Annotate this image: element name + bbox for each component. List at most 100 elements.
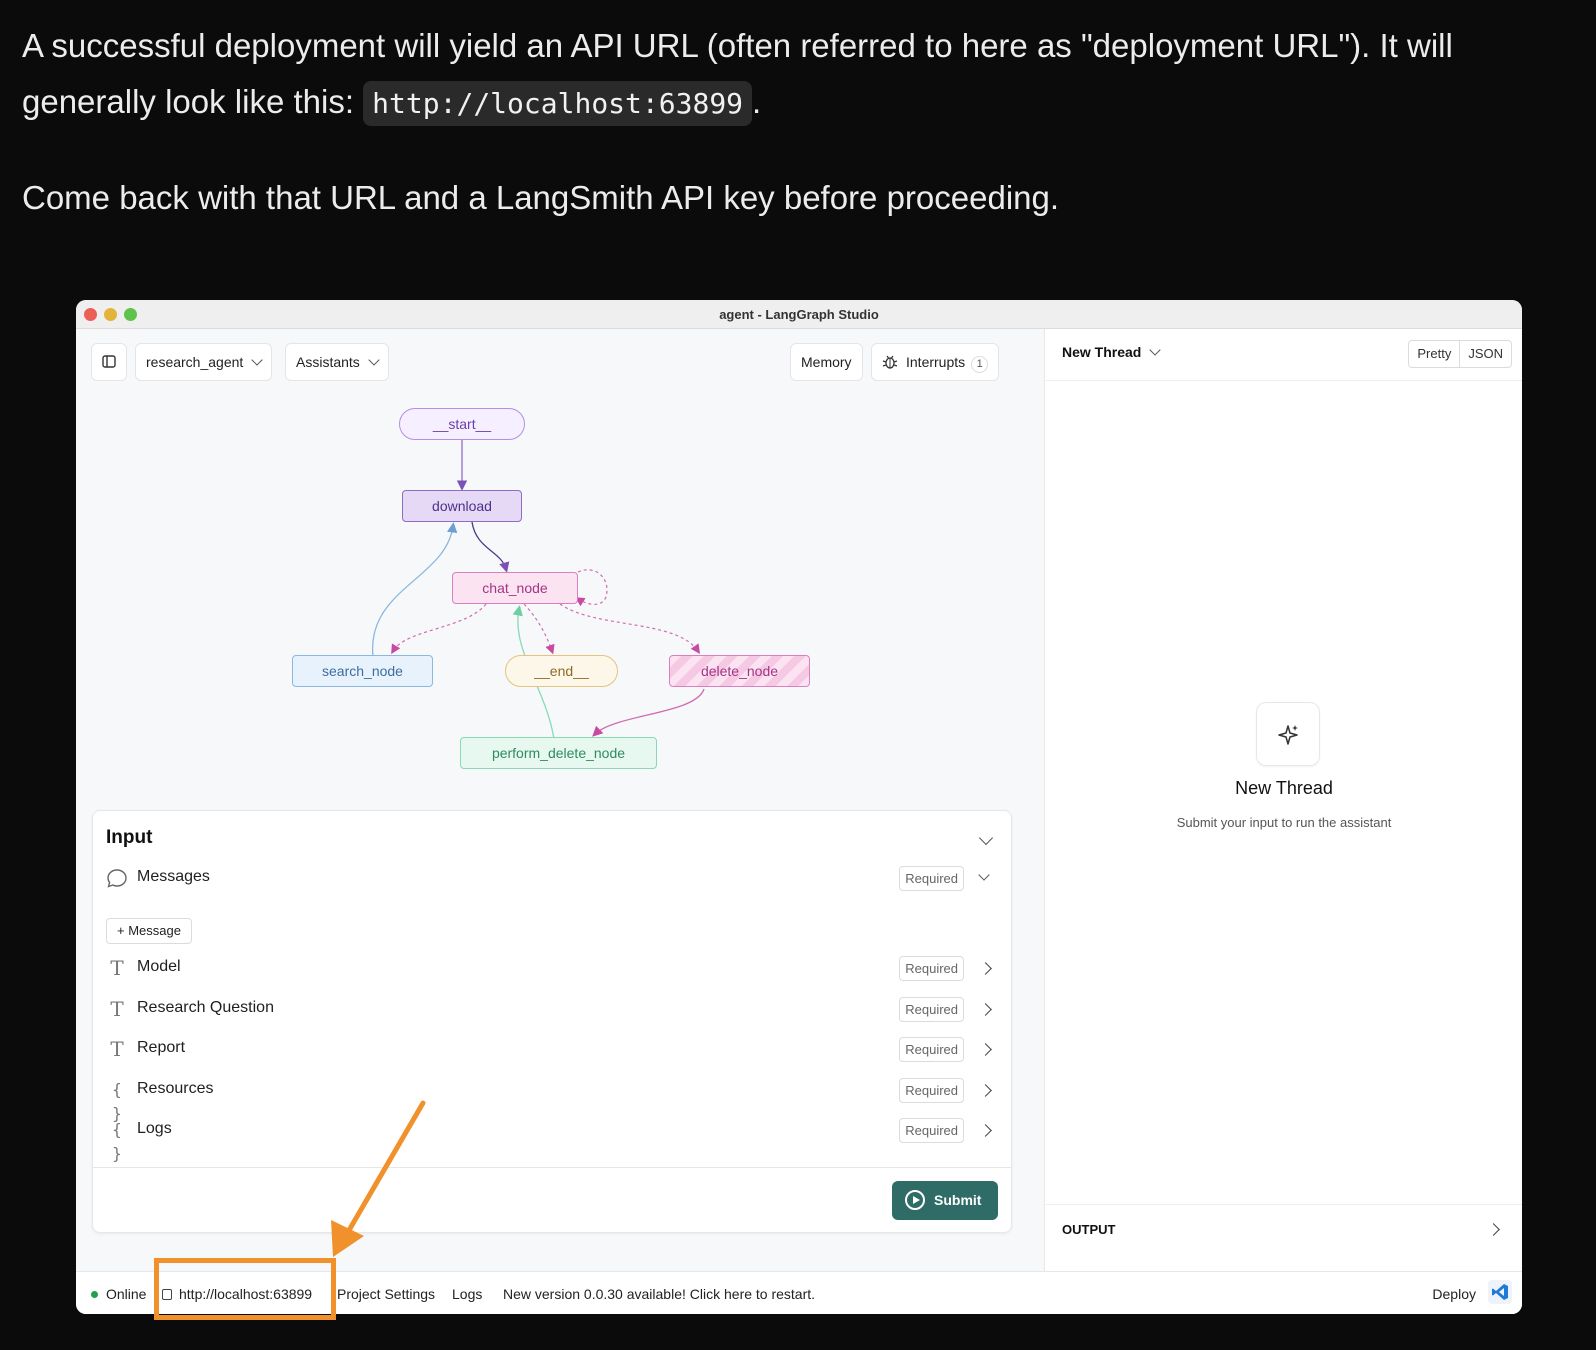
required-badge: Required: [899, 1037, 964, 1062]
chevron-down-icon[interactable]: [978, 869, 990, 881]
text-type-icon: T: [110, 1037, 124, 1061]
bug-icon: [882, 355, 898, 369]
deployment-url-code: http://localhost:63899: [363, 81, 753, 126]
copy-icon: [162, 1289, 172, 1300]
text-type-icon: T: [110, 956, 124, 980]
minimize-window-button[interactable]: [104, 308, 117, 321]
thread-pane: New Thread Pretty JSON New Thread Submit…: [1046, 329, 1522, 1271]
node-chat[interactable]: chat_node: [452, 572, 578, 604]
doc-paragraph-1: A successful deployment will yield an AP…: [22, 18, 1562, 132]
interrupts-label: Interrupts: [906, 354, 966, 370]
chevron-right-icon: [979, 962, 992, 975]
edge-chat-search: [391, 603, 487, 655]
doc-paragraph-1-text: A successful deployment will yield an AP…: [22, 27, 1453, 120]
deploy-button[interactable]: Deploy: [1432, 1286, 1476, 1302]
memory-button[interactable]: Memory: [790, 343, 863, 381]
interrupts-count-badge: 1: [971, 356, 989, 373]
edge-chat-self: [574, 569, 608, 607]
doc-paragraph-2: Come back with that URL and a LangSmith …: [22, 179, 1060, 216]
required-badge: Required: [899, 997, 964, 1022]
object-type-icon: { }: [112, 1120, 122, 1163]
text-type-icon: T: [110, 997, 124, 1021]
thread-title: New Thread: [1062, 344, 1142, 360]
submit-label: Submit: [934, 1192, 982, 1208]
messages-field: Messages Required: [106, 864, 1000, 894]
node-search[interactable]: search_node: [292, 655, 433, 687]
view-toggle: Pretty JSON: [1408, 340, 1512, 368]
field-model[interactable]: T Model Required: [106, 954, 1000, 984]
field-research-question[interactable]: T Research Question Required: [106, 995, 1000, 1025]
input-title: Input: [106, 827, 153, 848]
edge-search-download: [372, 522, 458, 658]
online-indicator-icon: [91, 1291, 98, 1298]
field-label: Report: [137, 1039, 186, 1056]
object-type-icon: { }: [112, 1080, 122, 1123]
node-download[interactable]: download: [402, 490, 522, 522]
sidebar-icon: [102, 355, 116, 368]
interrupts-button[interactable]: Interrupts 1: [871, 343, 1000, 381]
output-label: OUTPUT: [1062, 1222, 1116, 1237]
sparkles-icon: [1256, 702, 1320, 766]
field-label: Model: [137, 958, 181, 975]
submit-button[interactable]: Submit: [892, 1181, 998, 1220]
empty-state-title: New Thread: [1235, 778, 1333, 798]
required-badge: Required: [899, 956, 964, 981]
studio-window: agent - LangGraph Studio research_agent …: [76, 300, 1522, 1314]
play-icon: [905, 1190, 925, 1210]
field-label: Resources: [137, 1080, 214, 1097]
doc-text: A successful deployment will yield an AP…: [22, 18, 1562, 226]
graph-edges: [372, 439, 705, 740]
empty-state-subtitle: Submit your input to run the assistant: [1176, 815, 1392, 830]
chevron-right-icon: [979, 1084, 992, 1097]
messages-label: Messages: [137, 868, 210, 885]
online-status: Online: [91, 1286, 146, 1302]
required-badge: Required: [899, 1118, 964, 1143]
close-window-button[interactable]: [84, 308, 97, 321]
graph-select-label: research_agent: [146, 354, 244, 370]
chevron-down-icon: [1149, 344, 1162, 356]
chevron-right-icon: [979, 1124, 992, 1137]
assistants-label: Assistants: [296, 354, 360, 370]
required-badge: Required: [899, 1078, 964, 1103]
sidebar-toggle-button[interactable]: [91, 343, 127, 381]
node-end[interactable]: __end__: [505, 655, 618, 687]
view-pretty-button[interactable]: Pretty: [1417, 346, 1452, 361]
url-highlight-box: [154, 1258, 336, 1320]
field-logs[interactable]: { } Logs Required: [106, 1116, 1000, 1163]
view-json-button[interactable]: JSON: [1459, 341, 1511, 367]
thread-select[interactable]: New Thread: [1062, 344, 1162, 360]
window-title: agent - LangGraph Studio: [719, 307, 879, 322]
edge-delete-perform: [592, 688, 705, 737]
field-label: Logs: [137, 1120, 172, 1137]
field-report[interactable]: T Report Required: [106, 1035, 1000, 1065]
node-perform-delete[interactable]: perform_delete_node: [460, 737, 657, 769]
online-label: Online: [106, 1286, 147, 1302]
edge-chat-end: [523, 603, 555, 655]
graph-pane: research_agent Assistants Memory Interru…: [76, 329, 1045, 1271]
assistants-dropdown[interactable]: Assistants: [285, 343, 389, 381]
chevron-right-icon: [979, 1003, 992, 1016]
update-notice-link[interactable]: New version 0.0.30 available! Click here…: [503, 1286, 816, 1302]
collapse-input-icon[interactable]: [978, 830, 994, 846]
project-settings-link[interactable]: Project Settings: [337, 1286, 436, 1302]
node-start[interactable]: __start__: [399, 408, 525, 440]
output-section[interactable]: OUTPUT: [1046, 1204, 1522, 1254]
title-bar: agent - LangGraph Studio: [76, 300, 1522, 329]
add-message-button[interactable]: + Message: [106, 918, 192, 944]
input-panel: Input Messages Required + Message T Mode…: [92, 810, 1012, 1233]
thread-header: New Thread Pretty JSON: [1046, 329, 1522, 381]
api-url: http://localhost:63899: [179, 1286, 313, 1302]
node-delete[interactable]: delete_node: [669, 655, 810, 687]
maximize-window-button[interactable]: [124, 308, 137, 321]
field-resources[interactable]: { } Resources Required: [106, 1076, 1000, 1123]
graph-select[interactable]: research_agent: [135, 343, 273, 381]
chat-bubble-icon: [107, 869, 127, 888]
copy-url-button[interactable]: http://localhost:63899: [162, 1286, 312, 1302]
status-bar: Online http://localhost:63899 Project Se…: [76, 1271, 1522, 1314]
vscode-icon[interactable]: [1488, 1280, 1512, 1304]
logs-link[interactable]: Logs: [452, 1286, 483, 1302]
edge-download-chat: [471, 521, 510, 573]
chevron-right-icon: [1487, 1223, 1500, 1236]
doc-paragraph-1-end: .: [752, 83, 762, 120]
field-label: Research Question: [137, 999, 274, 1016]
